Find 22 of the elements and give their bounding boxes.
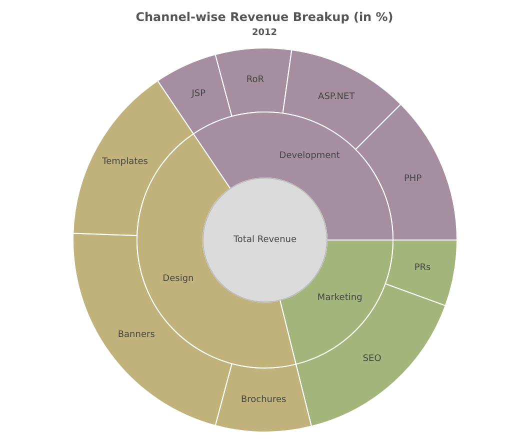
segment-label: JSP (192, 89, 206, 100)
segment-label: Development (279, 151, 340, 162)
sunburst-segment (157, 54, 232, 134)
segment-label: ASP.NET (318, 92, 355, 102)
chart-title: Channel-wise Revenue Breakup (in %) (134, 10, 394, 24)
sunburst-segment (214, 363, 312, 432)
segment-label: Templates (102, 157, 148, 168)
sunburst-segment (214, 48, 292, 117)
sunburst-segment (72, 232, 232, 426)
segment-label: Banners (118, 330, 155, 340)
sunburst-segment (295, 283, 446, 427)
segment-label: RoR (246, 75, 264, 86)
segment-label: Marketing (317, 293, 362, 304)
segment-label: Design (162, 274, 194, 284)
segment-label: SEO (362, 354, 382, 364)
segment-label: PHP (404, 174, 422, 184)
segment-label: Brochures (240, 394, 286, 405)
sunburst-segment (384, 240, 458, 306)
sunburst-segment (355, 104, 458, 240)
segment-label: PRs (414, 262, 431, 273)
segment-label: Total Revenue (233, 235, 297, 245)
chart-subtitle: 2012 (250, 28, 278, 38)
